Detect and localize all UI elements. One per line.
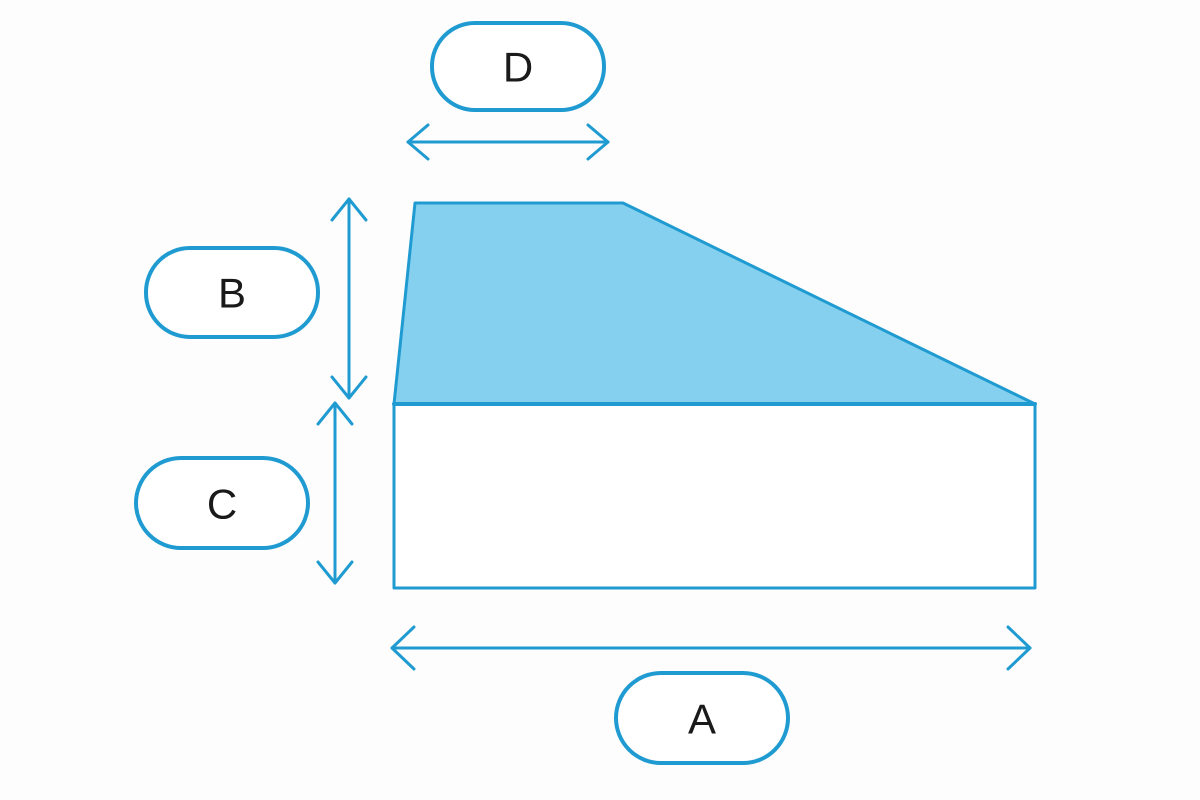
label-pill-d[interactable]: D bbox=[430, 21, 606, 112]
dimension-arrow-d bbox=[406, 123, 610, 161]
arrow-d-head-right bbox=[586, 123, 610, 161]
label-pill-c[interactable]: C bbox=[134, 456, 310, 550]
pill-b-outline bbox=[144, 246, 320, 339]
pill-d-outline bbox=[430, 21, 606, 112]
arrow-d-head-left bbox=[406, 123, 430, 161]
arrow-c-head-bottom bbox=[316, 560, 354, 585]
solid-body-group bbox=[392, 201, 1037, 590]
pill-b-label: B bbox=[218, 270, 246, 317]
pill-a-label: A bbox=[688, 696, 716, 743]
arrow-b-head-bottom bbox=[330, 375, 368, 400]
lower-block-shape bbox=[392, 402, 1037, 590]
arrow-a-head-right bbox=[1006, 625, 1032, 671]
upper-wedge-shape bbox=[392, 201, 1037, 406]
pill-d-label: D bbox=[503, 44, 533, 91]
pill-a-outline bbox=[614, 671, 790, 765]
arrow-c-head-top bbox=[316, 401, 354, 426]
pill-c-label: C bbox=[207, 481, 237, 528]
pill-c-outline bbox=[134, 456, 310, 550]
arrow-a-head-left bbox=[390, 625, 416, 671]
label-pill-b[interactable]: B bbox=[144, 246, 320, 339]
dimension-arrow-a bbox=[390, 625, 1032, 671]
dimension-arrow-c bbox=[316, 401, 354, 585]
dimension-arrow-b bbox=[330, 197, 368, 400]
label-pill-a[interactable]: A bbox=[614, 671, 790, 765]
arrow-b-head-top bbox=[330, 197, 368, 222]
